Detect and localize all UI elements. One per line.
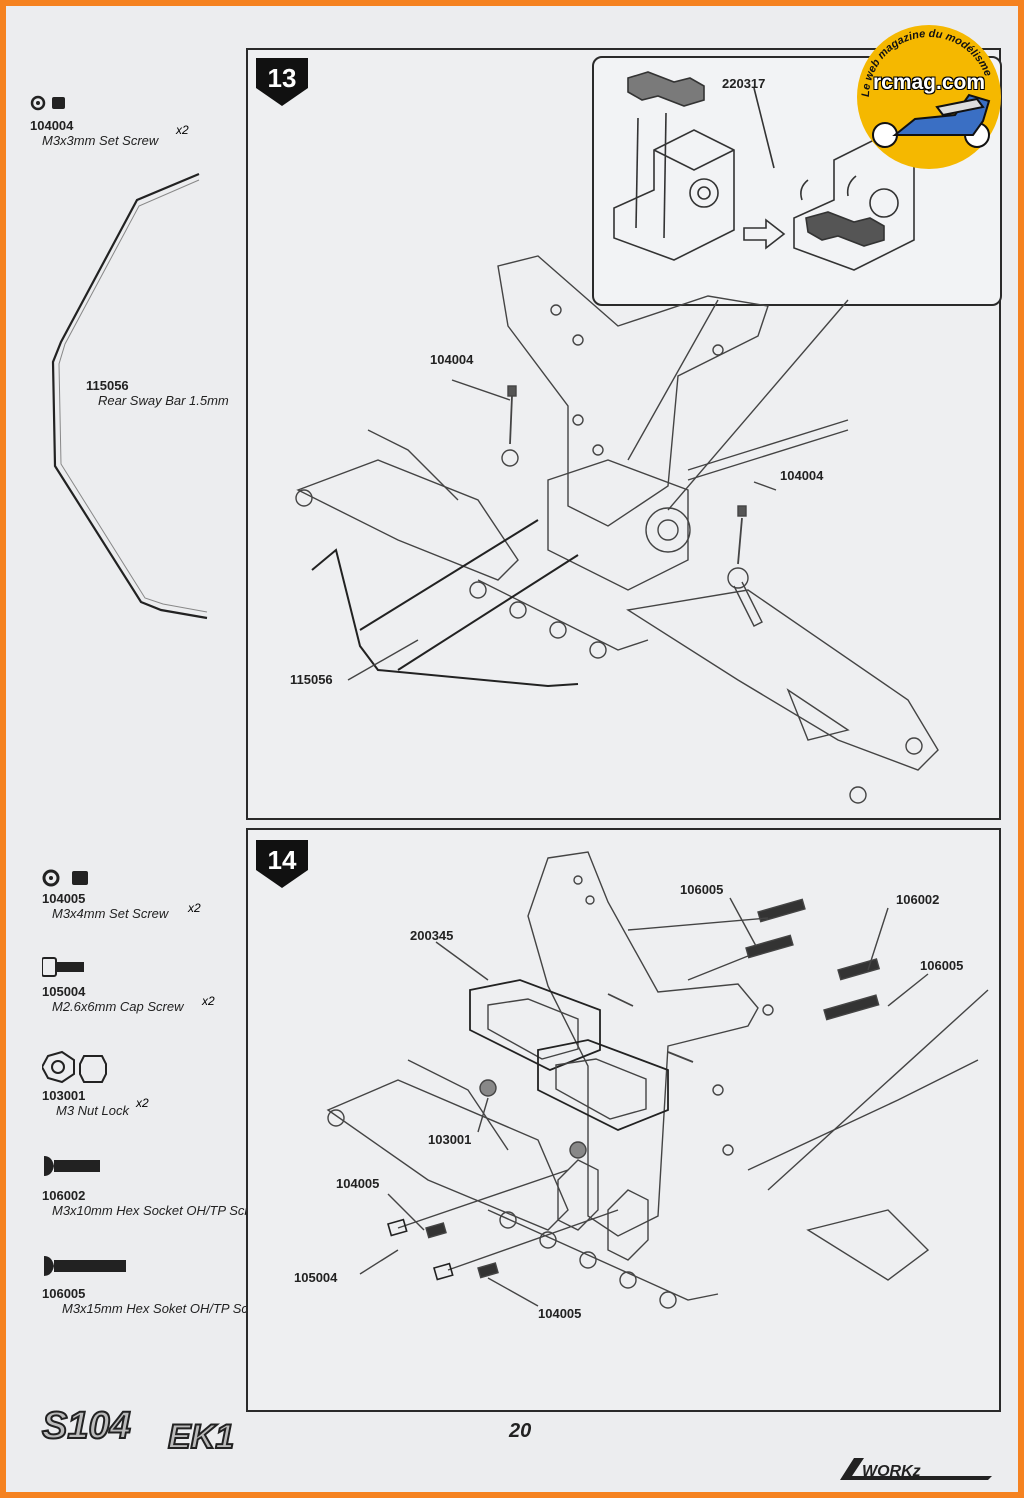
callout-200345: 200345	[410, 928, 454, 943]
step14-frame: 14	[246, 828, 1001, 1412]
part-code: 104005	[42, 891, 86, 906]
cap-screw-icon	[42, 957, 84, 977]
part-name: M3x4mm Set Screw	[52, 906, 169, 921]
part-code: 106005	[42, 1286, 86, 1301]
set-screw-icon	[42, 869, 88, 887]
part-name: M3x10mm Hex Socket OH/TP Screw	[52, 1203, 266, 1218]
part-code: 106002	[42, 1188, 86, 1203]
svg-text:EK1: EK1	[168, 1418, 234, 1454]
brand-logo-icon: WORKz	[840, 1458, 992, 1480]
hex-screw-10mm-icon	[44, 1156, 100, 1176]
step13-badge: 13	[254, 56, 312, 108]
model-logo-icon: S104 EK1	[41, 1404, 235, 1457]
callout-106005: 106005	[920, 958, 964, 973]
rcmag-logo-icon: Le web magazine du modélisme	[857, 25, 1001, 169]
sway-bar-drawing	[51, 172, 208, 620]
sworkz-logo: WORKz	[836, 1450, 996, 1486]
part-106002: 106002 M3x10mm Hex Socket OH/TP Screw	[42, 1188, 265, 1218]
s104-ek1-logo: S104 EK1	[38, 1398, 288, 1457]
part-104005: 104005 M3x4mm Set Screw	[42, 891, 168, 921]
nut-lock-icon	[42, 1050, 107, 1084]
set-screw-icon	[30, 95, 65, 111]
part-name: Rear Sway Bar 1.5mm	[98, 393, 229, 408]
callout-104005: 104005	[336, 1176, 380, 1191]
part-qty: x2	[202, 994, 215, 1008]
part-106005: 106005 M3x15mm Hex Soket OH/TP Screw	[42, 1286, 269, 1316]
watermark-site: rcmag.com	[872, 71, 986, 94]
callout-103001: 103001	[428, 1132, 472, 1147]
step-number: 14	[267, 845, 297, 875]
callout-220317: 220317	[722, 76, 766, 91]
part-qty: x2	[136, 1096, 149, 1110]
step13-assembly-drawing	[295, 255, 939, 804]
part-name: M2.6x6mm Cap Screw	[52, 999, 184, 1014]
part-104004: 104004 M3x3mm Set Screw	[30, 118, 158, 148]
callout-104004: 104004	[780, 468, 824, 483]
part-103001: 103001 M3 Nut Lock	[42, 1088, 129, 1118]
page-number: 20	[509, 1420, 532, 1442]
part-name: M3 Nut Lock	[56, 1103, 129, 1118]
part-code: 105004	[42, 984, 86, 999]
step-number: 13	[267, 63, 297, 93]
callout-104005: 104005	[538, 1306, 582, 1321]
part-115056: 115056 Rear Sway Bar 1.5mm	[86, 378, 229, 408]
callout-115056: 115056	[290, 672, 333, 687]
step14-badge: 14	[254, 838, 312, 890]
rcmag-watermark: Le web magazine du modélisme rcmag.com	[855, 23, 1003, 171]
callout-106002: 106002	[896, 892, 940, 907]
svg-text:WORKz: WORKz	[862, 1463, 921, 1480]
svg-text:S104: S104	[42, 1405, 131, 1447]
callout-104004: 104004	[430, 352, 474, 367]
callout-106005: 106005	[680, 882, 724, 897]
part-105004: 105004 M2.6x6mm Cap Screw	[42, 984, 183, 1014]
manual-page: 104004 M3x3mm Set Screw x2 115056 Rear S…	[6, 6, 1018, 1492]
hex-screw-15mm-icon	[44, 1256, 126, 1276]
part-code: 103001	[42, 1088, 86, 1103]
part-name: M3x15mm Hex Soket OH/TP Screw	[62, 1301, 269, 1316]
step13-detail-inset: 220317	[592, 56, 1002, 306]
part-qty: x2	[176, 123, 189, 137]
part-code: 115056	[86, 378, 129, 393]
part-code: 104004	[30, 118, 74, 133]
step14-assembly-drawing	[326, 851, 989, 1309]
callout-105004: 105004	[294, 1270, 338, 1285]
part-qty: x2	[188, 901, 201, 915]
step13-frame: 13	[246, 48, 1002, 820]
part-name: M3x3mm Set Screw	[42, 133, 159, 148]
